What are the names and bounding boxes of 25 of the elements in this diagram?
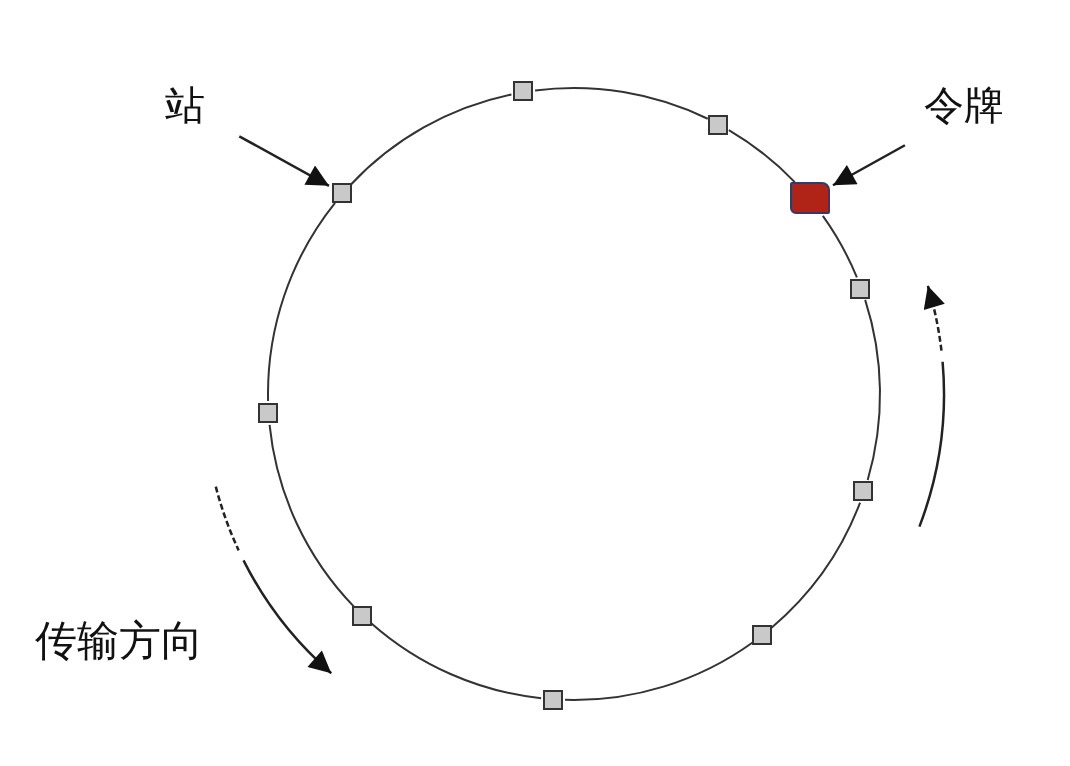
station-square <box>752 625 772 645</box>
token-block <box>790 182 830 214</box>
station-square <box>708 115 728 135</box>
callout-text: 站 <box>165 85 205 125</box>
ring-segment <box>564 641 754 701</box>
ring-segment <box>727 129 796 184</box>
station-square <box>850 279 870 299</box>
ring-segment <box>349 93 513 186</box>
ring-segment <box>267 201 337 402</box>
ring-segment <box>864 298 881 481</box>
station-square <box>853 481 873 501</box>
station-square <box>352 606 372 626</box>
callout-text: 令牌 <box>924 85 1004 125</box>
arrow <box>238 135 330 187</box>
station-square <box>513 81 533 101</box>
ring-segment <box>370 622 543 700</box>
ring-segment <box>534 87 709 120</box>
direction-label: 传输方向 <box>35 620 203 662</box>
station-square <box>332 183 352 203</box>
station-square <box>543 690 563 710</box>
arrow <box>832 144 906 187</box>
ring-segment <box>268 423 356 608</box>
ring-segment <box>770 501 862 629</box>
station-square <box>258 403 278 423</box>
ring-segment <box>821 214 858 279</box>
